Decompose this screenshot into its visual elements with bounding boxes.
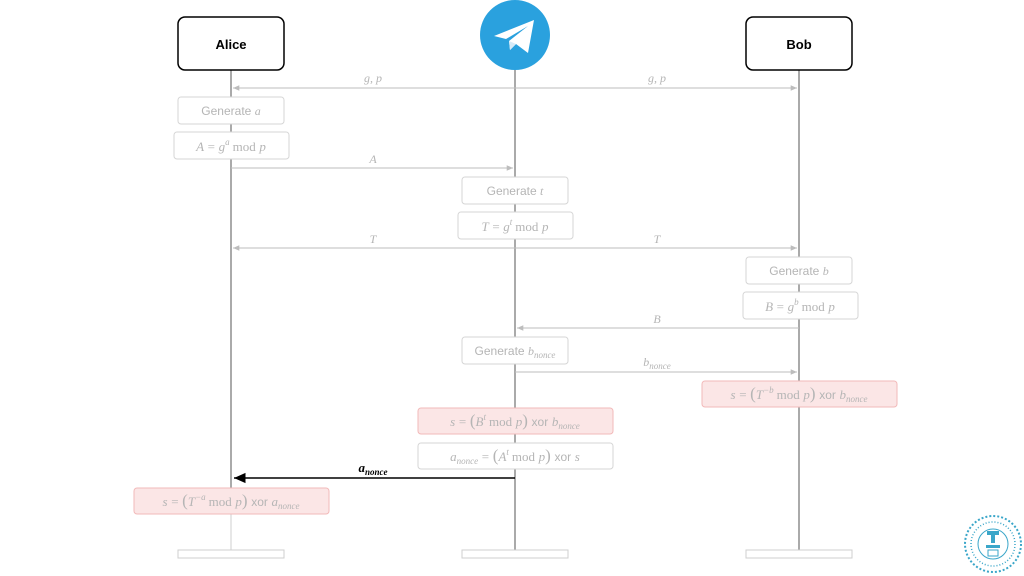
- step-generate-t: Generate t: [461, 176, 569, 205]
- msg-B-label: B: [653, 312, 661, 326]
- svg-text:Generate b: Generate b: [769, 264, 828, 278]
- msg-anonce-label: anonce: [359, 460, 388, 477]
- msg-gp-label-right: g, p: [648, 71, 666, 85]
- svg-text:Generate t: Generate t: [487, 184, 544, 198]
- msg-gp-label-left: g, p: [364, 71, 382, 85]
- server-footer: [461, 549, 569, 559]
- step-generate-b: Generate b: [745, 256, 853, 285]
- telegram-logo-icon: [480, 0, 550, 70]
- alice-label: Alice: [215, 37, 246, 52]
- bob-actor: Bob: [745, 16, 853, 71]
- msg-A-label: A: [368, 152, 377, 166]
- circular-seal-watermark-icon: [964, 515, 1022, 573]
- bob-label: Bob: [786, 37, 811, 52]
- svg-text:Generate a: Generate a: [201, 104, 260, 118]
- msg-T-label-left: T: [370, 232, 378, 246]
- msg-bnonce-label: bnonce: [643, 355, 671, 371]
- alice-footer: [177, 549, 285, 559]
- bob-footer: [745, 549, 853, 559]
- alice-actor: Alice: [177, 16, 285, 71]
- msg-T-label-right: T: [654, 232, 662, 246]
- step-generate-a: Generate a: [177, 96, 285, 125]
- step-generate-bnonce: Generate bnonce: [461, 336, 569, 365]
- svg-text:Generate bnonce: Generate bnonce: [475, 344, 556, 360]
